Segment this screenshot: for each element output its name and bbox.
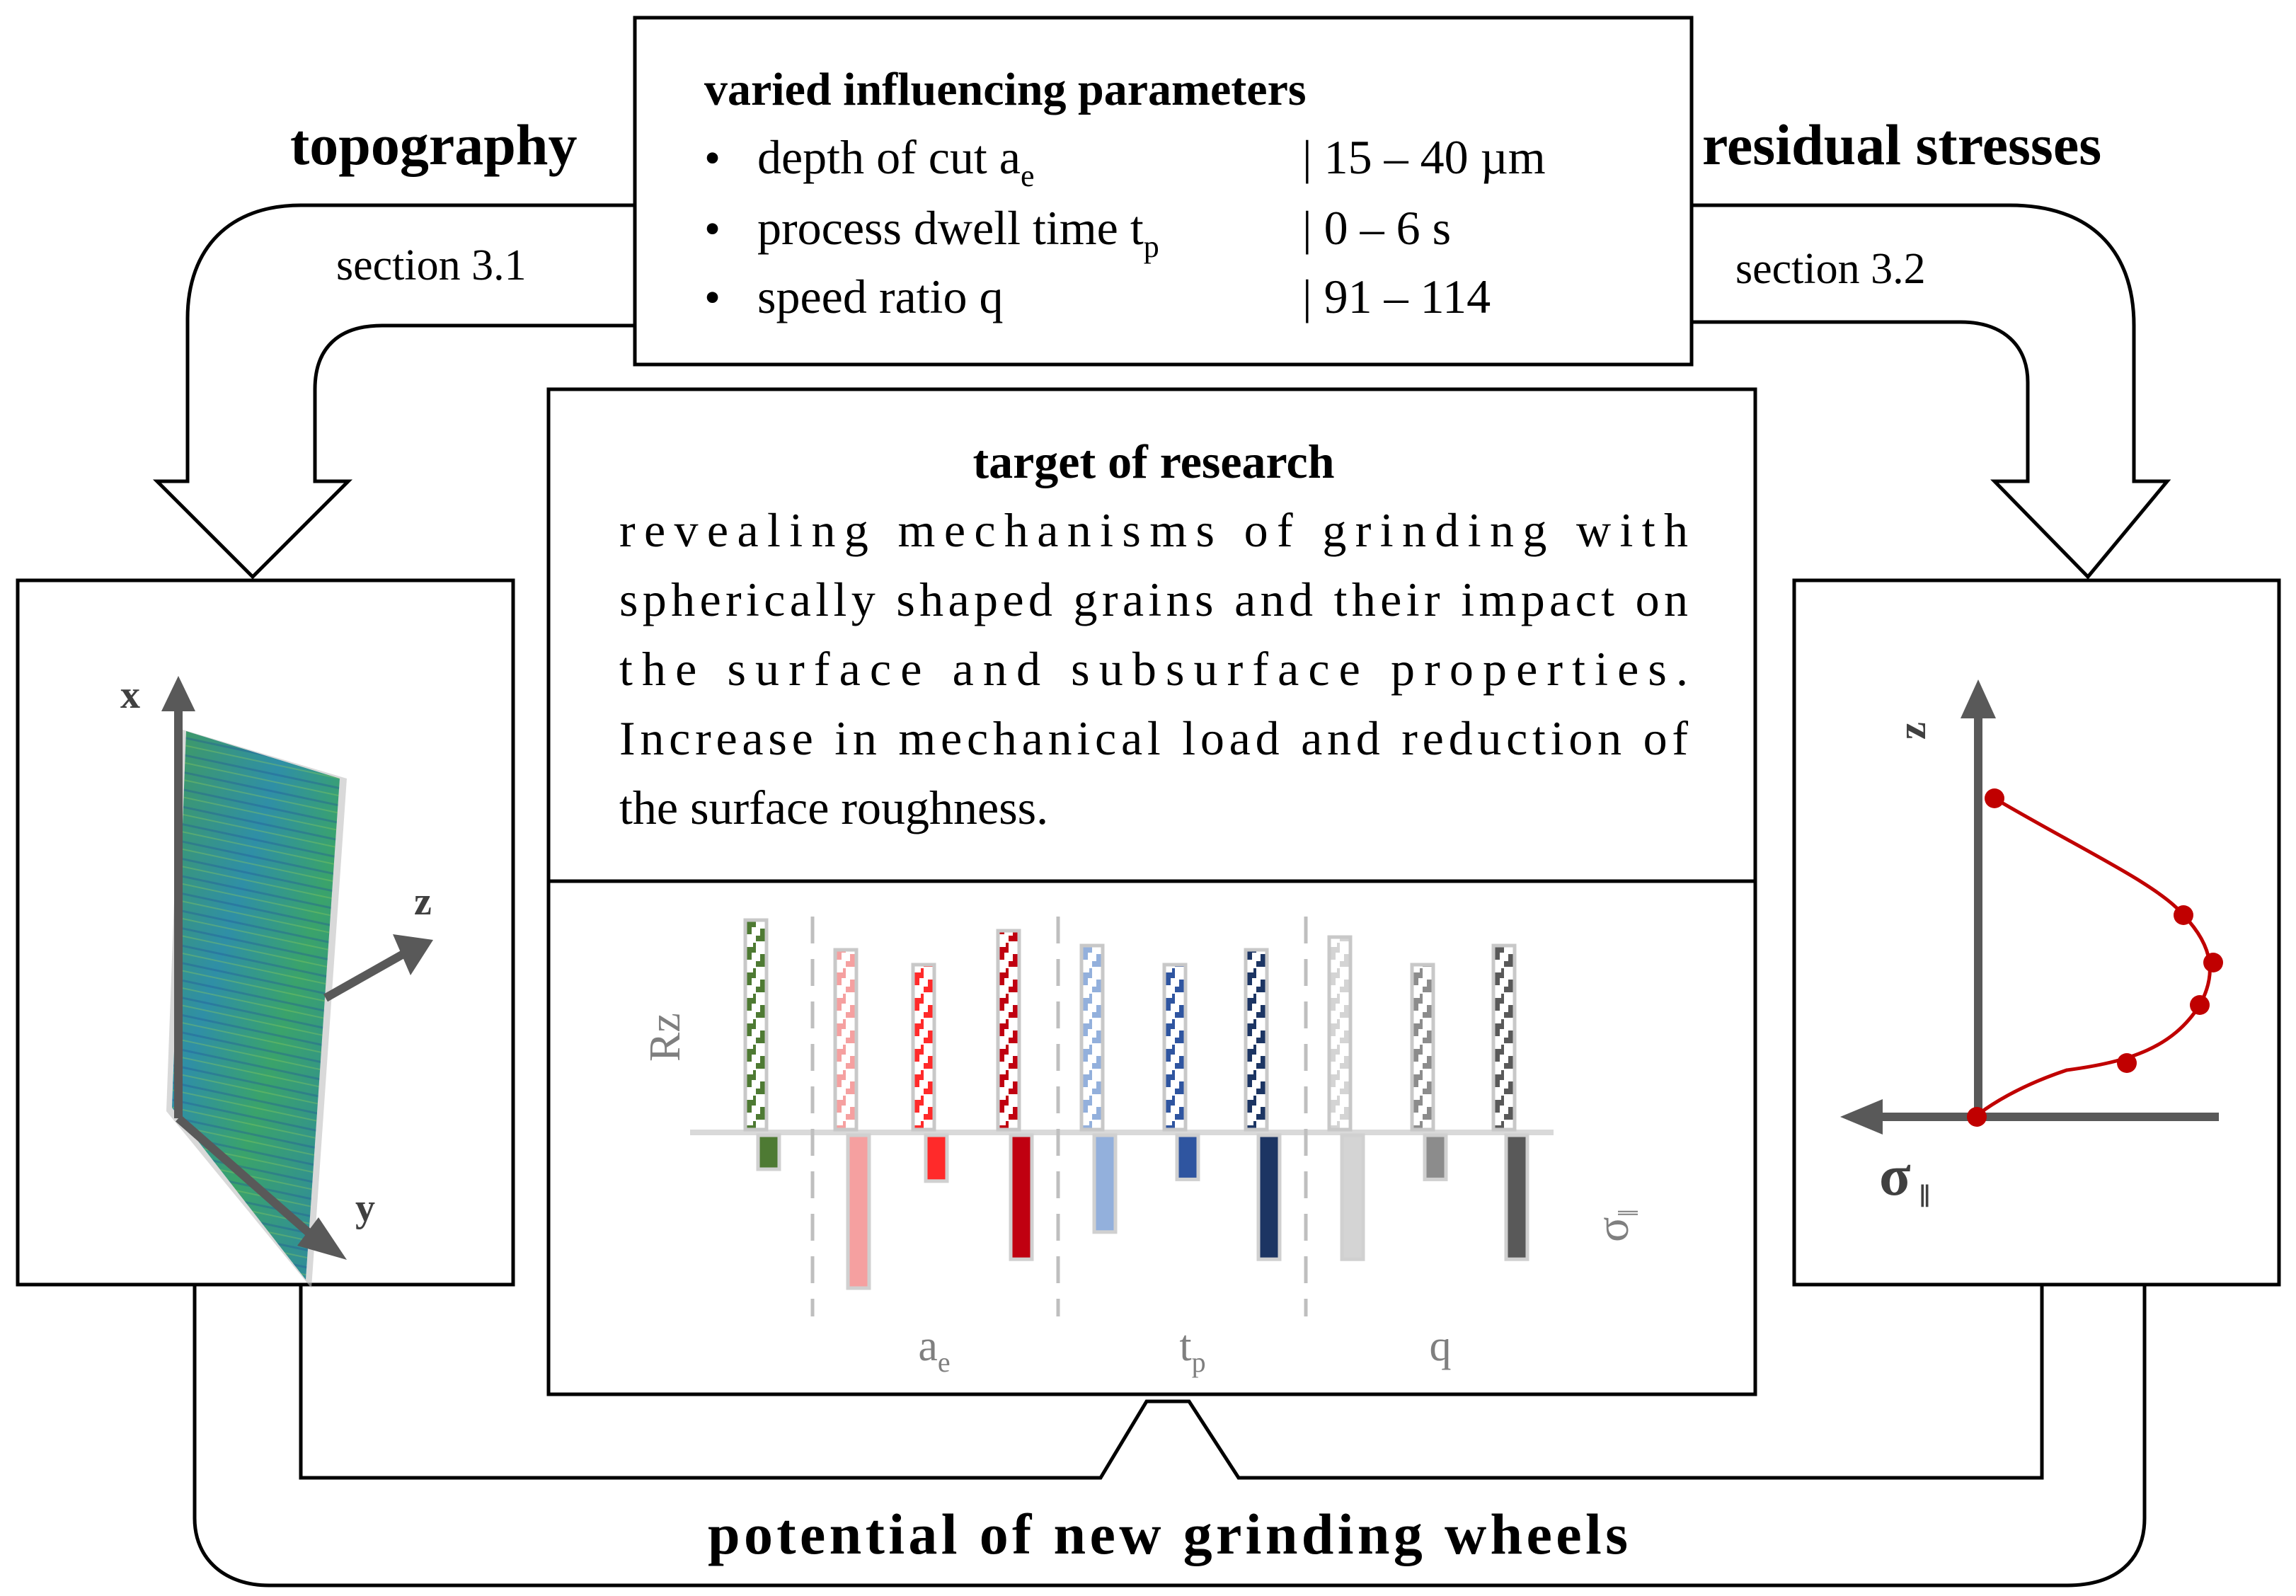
topo-z-label: z <box>414 880 432 924</box>
stress-box: z σ ‖ <box>1792 578 2281 1287</box>
rz-bar <box>911 963 936 1132</box>
topography-axes <box>161 676 433 1260</box>
sigma-bar <box>1092 1133 1118 1234</box>
rz-bar <box>1491 943 1517 1132</box>
target-line-1: revealing mechanisms of grinding with <box>619 503 1688 557</box>
rz-bar <box>1410 963 1435 1132</box>
rz-bar <box>1079 943 1105 1132</box>
inner-bottom-loop <box>299 1285 2044 1480</box>
bar-pair <box>1327 935 1365 1261</box>
bullet: • <box>704 203 721 255</box>
bar-pair <box>1410 963 1448 1181</box>
target-box: target of research revealing mechanisms … <box>546 387 1757 883</box>
bar-pair <box>743 918 781 1171</box>
chart-box: Rz σ‖ ae tp q <box>546 879 1757 1396</box>
parameter-name: speed ratio q <box>757 270 1003 323</box>
sigma-bar <box>924 1133 949 1183</box>
rz-bar <box>1327 935 1353 1132</box>
bar-pair <box>1491 943 1529 1261</box>
target-line-4: Increase in mechanical load and reductio… <box>619 711 1688 765</box>
group-label: ae <box>918 1322 950 1378</box>
topo-x-label: x <box>120 673 140 717</box>
stress-point <box>2117 1053 2137 1073</box>
parameter-name: depth of cut ae <box>757 130 1035 193</box>
sigma-bar <box>1504 1133 1529 1261</box>
topography-label: topography <box>290 113 578 177</box>
sigma-bar <box>1175 1133 1200 1181</box>
sigma-axis-label: σ‖ <box>1587 1209 1644 1242</box>
sigma-bar <box>1009 1133 1034 1261</box>
target-line-2: spherically shaped grains and their impa… <box>619 573 1688 626</box>
bullet: • <box>704 132 721 184</box>
bottom-title: potential of new grinding wheels <box>708 1502 1628 1566</box>
bottom-flow-loop <box>193 1285 2147 1588</box>
sigma-axis-label: σ ‖ <box>1879 1143 1930 1214</box>
group-label: tp <box>1179 1322 1205 1378</box>
bar-pair <box>996 929 1034 1261</box>
rz-bar <box>743 918 769 1132</box>
bar-pair <box>1079 943 1118 1234</box>
parameter-row: • process dwell time tp | 0 – 6 s <box>704 201 1451 264</box>
target-line-5: the surface roughness. <box>619 781 1048 834</box>
sigma-bar <box>756 1133 781 1171</box>
stress-axes <box>1840 679 2219 1135</box>
svg-text:‖: ‖ <box>1919 1178 1930 1214</box>
parameter-row: • depth of cut ae | 15 – 40 µm <box>704 130 1546 193</box>
sigma-bar <box>846 1133 871 1290</box>
bar-chart: Rz σ‖ ae tp q <box>641 917 1644 1378</box>
left-flow-arrow <box>152 203 637 580</box>
bar-pair <box>1162 963 1200 1181</box>
bar-pair <box>1244 948 1282 1261</box>
parameter-value: | 0 – 6 s <box>1302 201 1451 255</box>
rz-bar <box>833 948 859 1132</box>
bar-pair <box>911 963 949 1183</box>
stress-point <box>2174 905 2193 925</box>
bar-pair <box>833 948 871 1290</box>
stress-point <box>2203 953 2223 972</box>
parameter-list: • depth of cut ae | 15 – 40 µm • process dwe… <box>704 130 1546 323</box>
topo-y-label: y <box>355 1186 375 1230</box>
bullet: • <box>704 272 721 323</box>
rz-bar <box>1244 948 1269 1132</box>
stress-point <box>2190 995 2210 1015</box>
left-section-label: section 3.1 <box>336 241 527 289</box>
parameter-value: | 91 – 114 <box>1302 270 1491 323</box>
parameter-name: process dwell time tp <box>757 201 1159 264</box>
stress-profile <box>1967 788 2223 1127</box>
stress-point <box>1967 1107 1987 1127</box>
rz-axis-label: Rz <box>641 1013 689 1062</box>
group-label: q <box>1430 1322 1452 1370</box>
target-title: target of research <box>972 435 1334 488</box>
sigma-bar <box>1423 1133 1448 1181</box>
right-section-label: section 3.2 <box>1735 245 1926 293</box>
flow-arrows <box>152 203 2171 1588</box>
sigma-bar <box>1256 1133 1282 1261</box>
rz-bar <box>1162 963 1188 1132</box>
stress-point <box>1985 788 2004 808</box>
svg-text:σ: σ <box>1879 1143 1911 1207</box>
sigma-bar <box>1340 1133 1365 1261</box>
parameter-title: varied influencing parameters <box>704 64 1307 115</box>
parameter-box: varied influencing parameters • depth of … <box>633 16 1694 367</box>
stress-z-label: z <box>1890 722 1934 740</box>
topography-box: x y z <box>16 578 515 1288</box>
residual-stresses-label: residual stresses <box>1702 113 2101 177</box>
parameter-value: | 15 – 40 µm <box>1302 130 1546 184</box>
rz-bar <box>996 929 1021 1132</box>
parameter-row: • speed ratio q | 91 – 114 <box>704 270 1491 323</box>
right-flow-arrow <box>1692 203 2171 580</box>
